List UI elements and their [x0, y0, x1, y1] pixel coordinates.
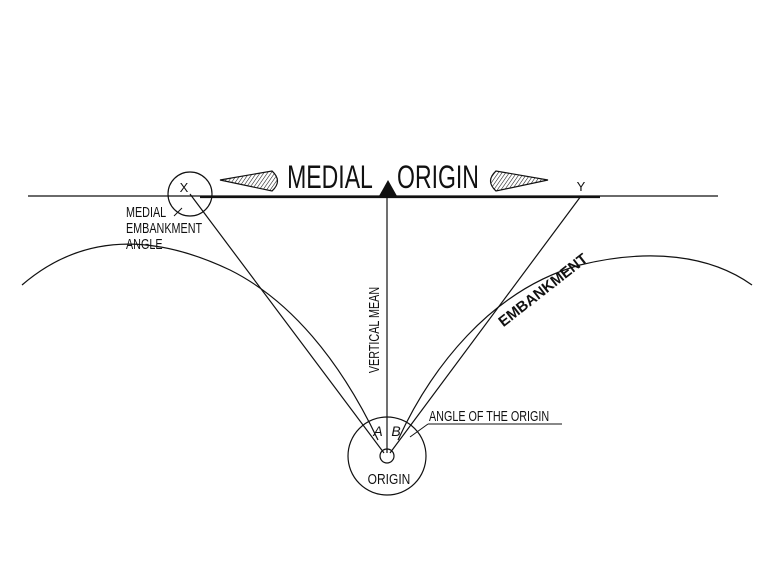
- angle-of-origin-pointer: [409, 423, 429, 438]
- embankment-label: EMBANKMENT: [495, 250, 591, 330]
- medial-angle-label-line3: ANGLE: [126, 235, 163, 252]
- angle-a-label: A: [372, 423, 382, 439]
- point-x-circle: [167, 171, 213, 217]
- medial-angle-label-line2: EMBANKMENT: [126, 219, 202, 236]
- origin-inner-circle: [379, 448, 395, 464]
- origin-label: ORIGIN: [368, 471, 411, 488]
- medial-angle-pointer: [173, 207, 183, 217]
- title-origin: ORIGIN: [397, 159, 479, 195]
- left-arrow-wedge: [219, 170, 279, 192]
- vertical-mean-label: VERTICAL MEAN: [365, 287, 382, 373]
- origin-outer-circle: [347, 416, 427, 496]
- line-x-to-origin: [189, 193, 385, 454]
- right-arrow-wedge: [489, 170, 549, 192]
- angle-b-label: B: [391, 423, 400, 439]
- point-x-label: X: [180, 180, 189, 195]
- angle-of-origin-label: ANGLE OF THE ORIGIN: [429, 407, 549, 424]
- left-embankment-curve: [21, 243, 379, 441]
- medial-angle-label-line1: MEDIAL: [126, 203, 166, 220]
- center-triangle-marker: [379, 180, 397, 196]
- line-y-to-origin: [389, 195, 582, 454]
- right-embankment-curve: [397, 255, 753, 441]
- point-y-label: Y: [577, 179, 586, 194]
- title-medial: MEDIAL: [287, 159, 373, 195]
